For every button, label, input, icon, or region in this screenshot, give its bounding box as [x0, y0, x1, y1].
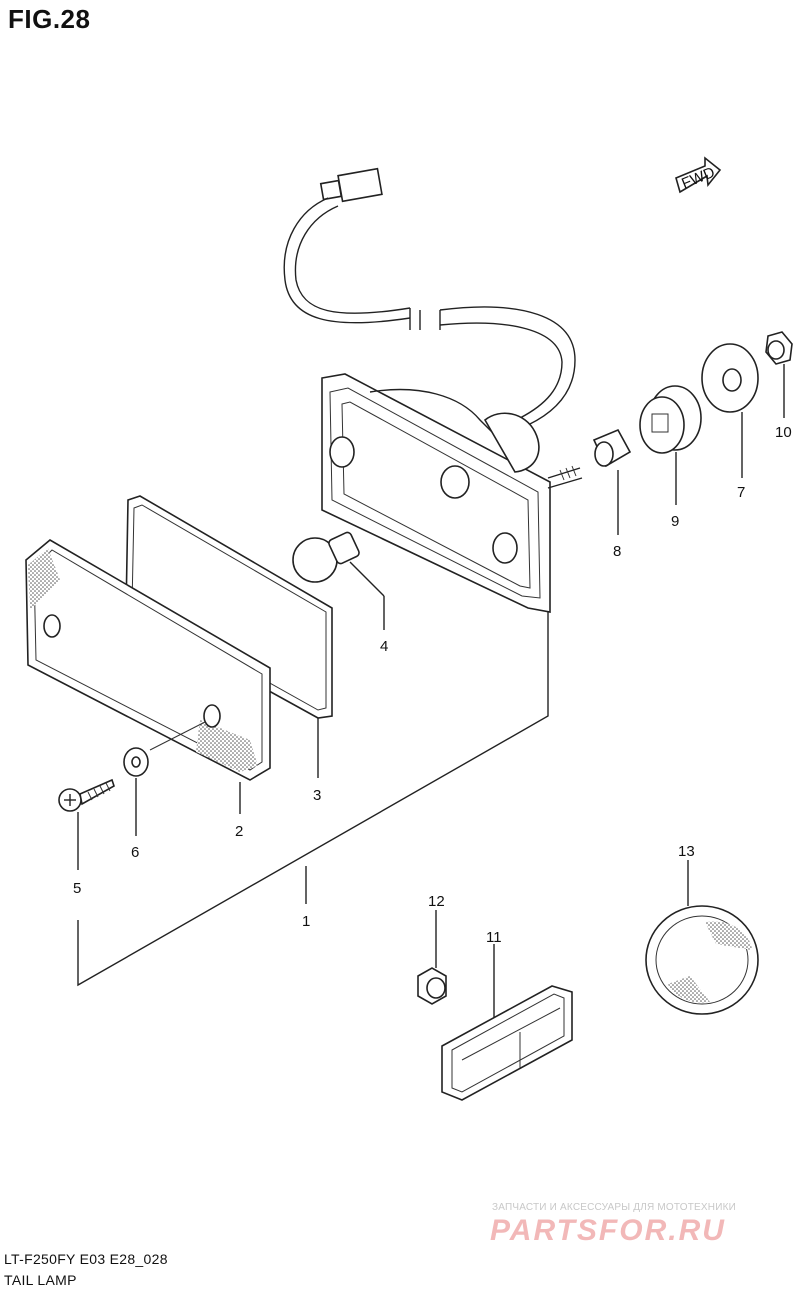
small-nut [417, 910, 447, 1005]
callout-13: 13 [678, 843, 695, 860]
callout-11: 11 [486, 929, 502, 946]
callout-1: 1 [302, 913, 310, 930]
callout-6: 6 [131, 844, 139, 861]
callout-5: 5 [73, 880, 81, 897]
washer [123, 721, 206, 836]
fwd-label: FWD [679, 164, 717, 193]
bulb [292, 531, 385, 630]
lens [25, 539, 271, 814]
section-name: TAIL LAMP [4, 1272, 77, 1288]
fwd-arrow-icon: FWD [675, 156, 722, 194]
screw [58, 778, 115, 870]
watermark-site: PARTSFOR.RU [490, 1214, 726, 1247]
wire-harness [283, 167, 576, 426]
callout-12: 12 [428, 893, 445, 910]
callout-9: 9 [671, 513, 679, 530]
grommet [639, 385, 702, 505]
nut [765, 331, 793, 418]
callout-10: 10 [775, 424, 792, 441]
callout-2: 2 [235, 823, 243, 840]
collar [592, 428, 632, 535]
callout-3: 3 [313, 787, 321, 804]
watermark-tagline: ЗАПЧАСТИ И АКСЕССУАРЫ ДЛЯ МОТОТЕХНИКИ [492, 1202, 737, 1213]
lamp-housing [321, 373, 583, 613]
flat-washer [701, 343, 759, 478]
figure-title: FIG.28 [8, 4, 91, 34]
callout-7: 7 [737, 484, 745, 501]
model-code: LT-F250FY E03 E28_028 [4, 1251, 168, 1267]
round-reflector [645, 860, 759, 1015]
assembly-leader [77, 612, 549, 987]
callout-4: 4 [380, 638, 388, 655]
callout-8: 8 [613, 543, 621, 560]
side-reflector [441, 944, 573, 1101]
